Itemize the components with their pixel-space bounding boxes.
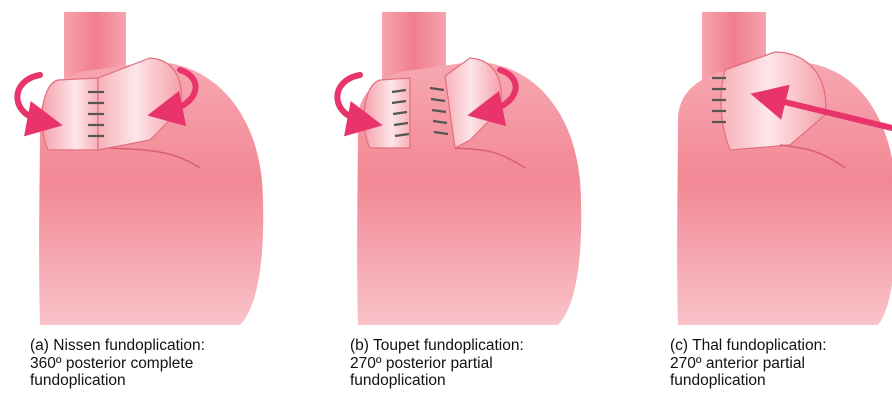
- caption-line-1: (b) Toupet fundoplication:: [350, 337, 524, 355]
- caption-thal: (c) Thal fundoplication: 270º anterior p…: [670, 337, 827, 390]
- caption-line-2: 270º anterior partial: [670, 355, 827, 373]
- caption-line-3: fundoplication: [670, 372, 827, 390]
- toupet-illustration: [320, 0, 620, 330]
- caption-line-1: (c) Thal fundoplication:: [670, 337, 827, 355]
- nissen-illustration: [0, 0, 300, 330]
- panel-toupet: (b) Toupet fundoplication: 270º posterio…: [320, 0, 620, 395]
- thal-illustration: [640, 0, 892, 330]
- panel-thal: (c) Thal fundoplication: 270º anterior p…: [640, 0, 892, 395]
- caption-toupet: (b) Toupet fundoplication: 270º posterio…: [350, 337, 524, 390]
- caption-line-2: 270º posterior partial: [350, 355, 524, 373]
- caption-line-3: fundoplication: [350, 372, 524, 390]
- caption-line-1: (a) Nissen fundoplication:: [30, 337, 205, 355]
- caption-line-3: fundoplication: [30, 372, 205, 390]
- caption-line-2: 360º posterior complete: [30, 355, 205, 373]
- panel-nissen: (a) Nissen fundoplication: 360º posterio…: [0, 0, 300, 395]
- caption-nissen: (a) Nissen fundoplication: 360º posterio…: [30, 337, 205, 390]
